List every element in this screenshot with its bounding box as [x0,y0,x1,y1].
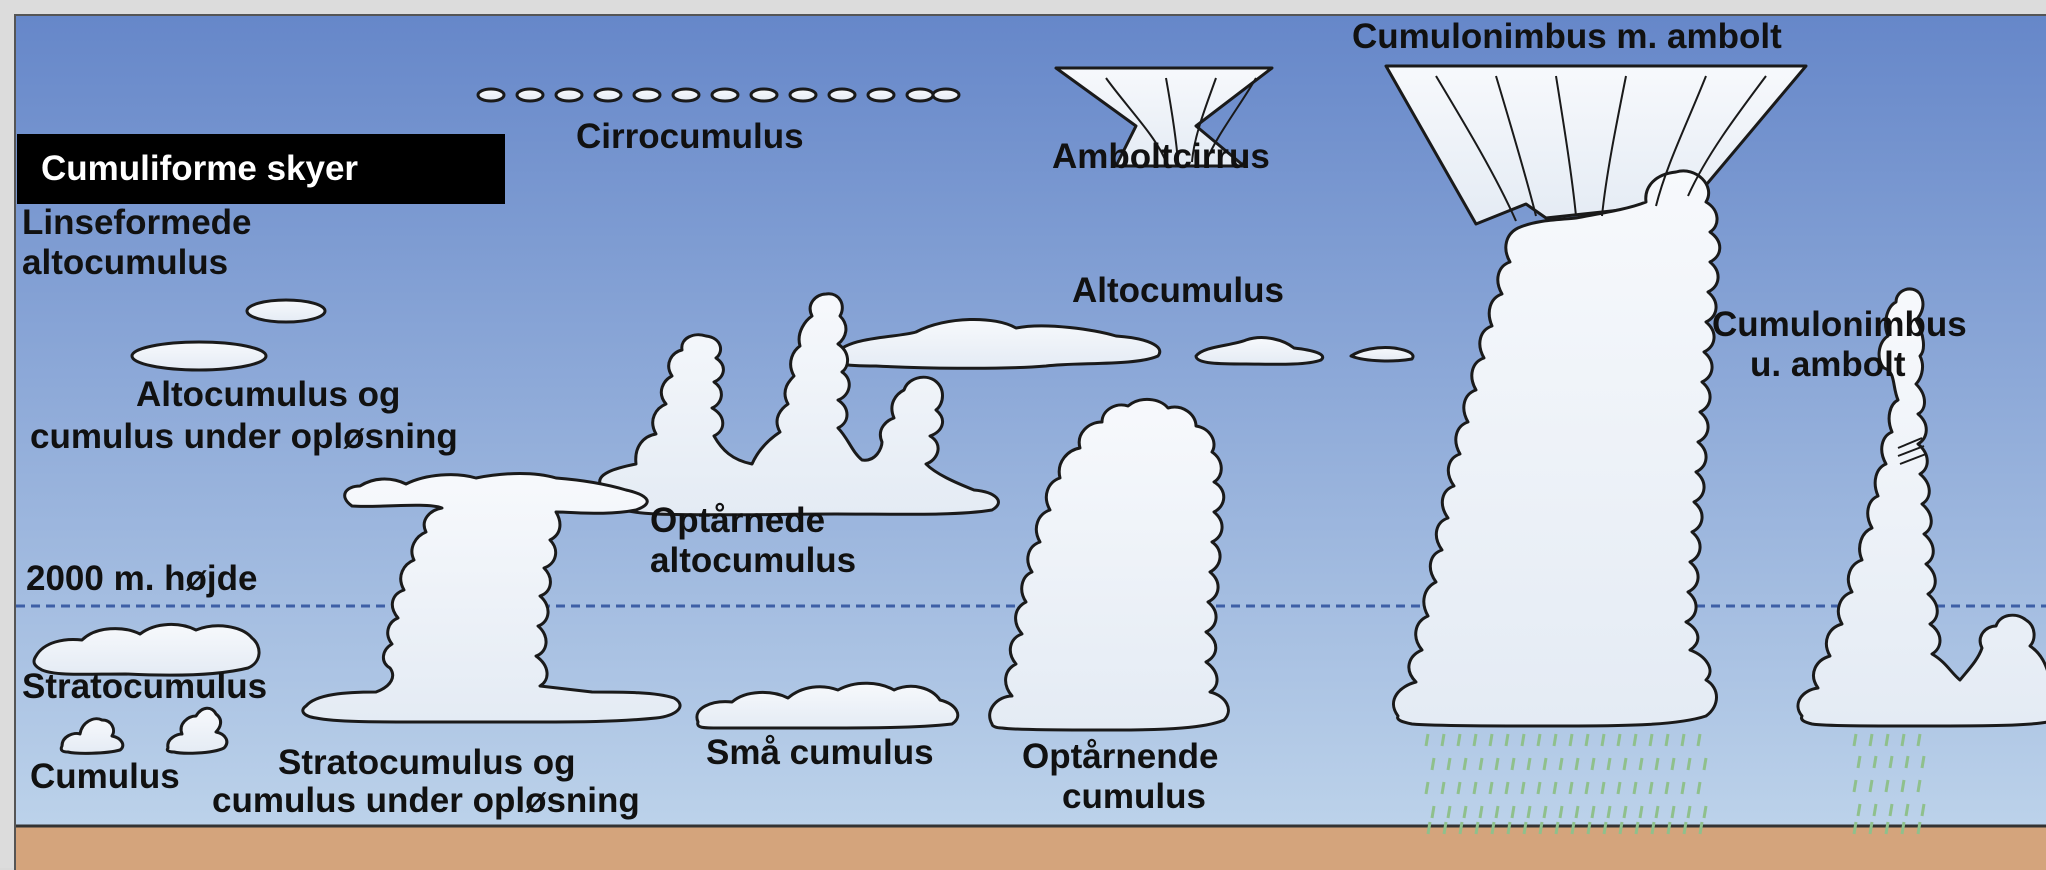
label-cumulus-under-oplosning-1: cumulus under opløsning [30,418,458,456]
title-box: Cumuliforme skyer [17,134,505,204]
label-altocumulus: Altocumulus [1072,272,1284,310]
label-optarnede: Optårnede [650,502,825,540]
label-cumulus: Cumulus [30,758,180,796]
label-stratocumulus: Stratocumulus [22,668,267,706]
label-stratocumulus-og: Stratocumulus og [278,744,576,782]
label-height-2000m: 2000 m. højde [26,560,257,598]
lenticular-cloud-large [132,342,266,370]
label-cirrocumulus: Cirrocumulus [576,118,804,156]
label-amboltcirrus: Amboltcirrus [1052,138,1270,176]
ground [16,826,2046,870]
label-optarnende-cumulus: cumulus [1062,778,1206,816]
label-cumulus-under-oplosning-2: cumulus under opløsning [212,782,640,820]
label-optarnede-altocumulus: altocumulus [650,542,856,580]
label-sma-cumulus: Små cumulus [706,734,934,772]
label-linseformede-altocumulus: altocumulus [22,244,228,282]
diagram-title: Cumuliforme skyer [41,150,358,188]
label-cumulonimbus: Cumulonimbus [1712,306,2046,344]
label-altocumulus-og: Altocumulus og [136,376,400,414]
label-linseformede: Linseformede [22,204,252,242]
label-u-ambolt: u. ambolt [1750,346,1906,384]
label-cumulonimbus-anvil: Cumulonimbus m. ambolt [1352,18,1782,56]
label-optarnende: Optårnende [1022,738,1218,776]
lenticular-cloud-small [247,300,325,322]
cloud-diagram: Cumuliforme skyer Cirrocumulus Amboltcir… [14,14,2046,870]
